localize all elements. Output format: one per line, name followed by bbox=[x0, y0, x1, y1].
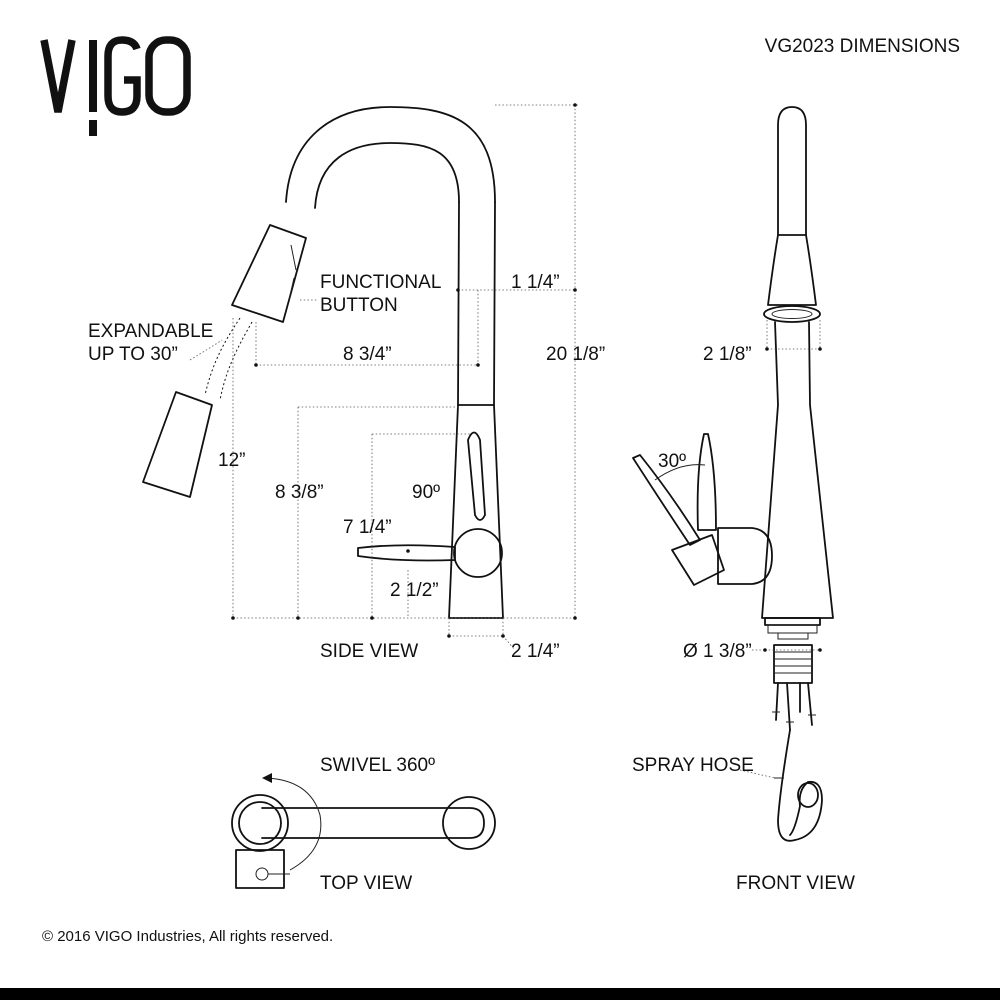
front-shank bbox=[773, 644, 813, 684]
front-handle-lever bbox=[696, 433, 717, 531]
footer-bar bbox=[0, 988, 1000, 1000]
side-view-drawing bbox=[142, 103, 580, 651]
front-faucet-body bbox=[761, 321, 834, 619]
top-base-outer bbox=[231, 794, 289, 852]
dim-side-pulldown-height: 12” bbox=[218, 450, 245, 471]
dim-front-head-width: 2 1/8” bbox=[703, 344, 752, 365]
spray-hose-label: SPRAY HOSE bbox=[632, 755, 754, 776]
expandable-label-line1: EXPANDABLE bbox=[88, 321, 213, 342]
side-faucet-neck bbox=[457, 201, 496, 406]
dim-side-handle-reach: 7 1/4” bbox=[343, 517, 392, 538]
vigo-logo bbox=[40, 36, 191, 136]
top-spray-head bbox=[442, 796, 496, 850]
front-view-drawing bbox=[632, 106, 834, 842]
front-spout bbox=[777, 106, 807, 236]
dim-side-spout-width: 1 1/4” bbox=[511, 272, 560, 293]
side-gooseneck bbox=[285, 106, 496, 209]
page-title: VG2023 DIMENSIONS bbox=[765, 36, 960, 57]
top-view-drawing bbox=[231, 773, 496, 889]
functional-button-label-line2: BUTTON bbox=[320, 295, 398, 316]
front-spray-hose bbox=[777, 729, 823, 842]
top-spout bbox=[261, 807, 485, 839]
dim-side-handle-angle: 90º bbox=[412, 482, 440, 503]
dim-side-handle-height: 8 3/8” bbox=[275, 482, 324, 503]
dim-side-total-height: 20 1/8” bbox=[546, 344, 605, 365]
side-spray-head-extended bbox=[142, 391, 213, 498]
top-view-title: TOP VIEW bbox=[320, 873, 412, 894]
side-handle-slot bbox=[467, 431, 486, 521]
expandable-label-line2: UP TO 30” bbox=[88, 344, 178, 365]
front-mount-ring bbox=[764, 617, 821, 626]
front-view-title: FRONT VIEW bbox=[736, 873, 855, 894]
dim-side-reach: 8 3/4” bbox=[343, 344, 392, 365]
dim-side-base-depth: 2 1/4” bbox=[511, 641, 560, 662]
side-view-title: SIDE VIEW bbox=[320, 641, 418, 662]
top-handle bbox=[235, 849, 285, 889]
front-supply-lines bbox=[775, 682, 813, 731]
front-spray-head bbox=[767, 234, 817, 306]
side-handle-hub bbox=[453, 528, 503, 578]
side-faucet-body bbox=[448, 404, 504, 619]
side-spray-head bbox=[231, 224, 307, 323]
swivel-arrow bbox=[265, 777, 322, 871]
copyright-text: © 2016 VIGO Industries, All rights reser… bbox=[42, 928, 333, 945]
dim-side-handle-base: 2 1/2” bbox=[390, 580, 439, 601]
dim-front-handle-angle: 30º bbox=[658, 451, 686, 472]
front-handle-hub bbox=[717, 527, 773, 585]
dim-front-mount-diameter: Ø 1 3/8” bbox=[683, 641, 752, 662]
functional-button-label-line1: FUNCTIONAL bbox=[320, 272, 441, 293]
swivel-label: SWIVEL 360º bbox=[320, 755, 435, 776]
side-handle-lever bbox=[357, 544, 456, 562]
